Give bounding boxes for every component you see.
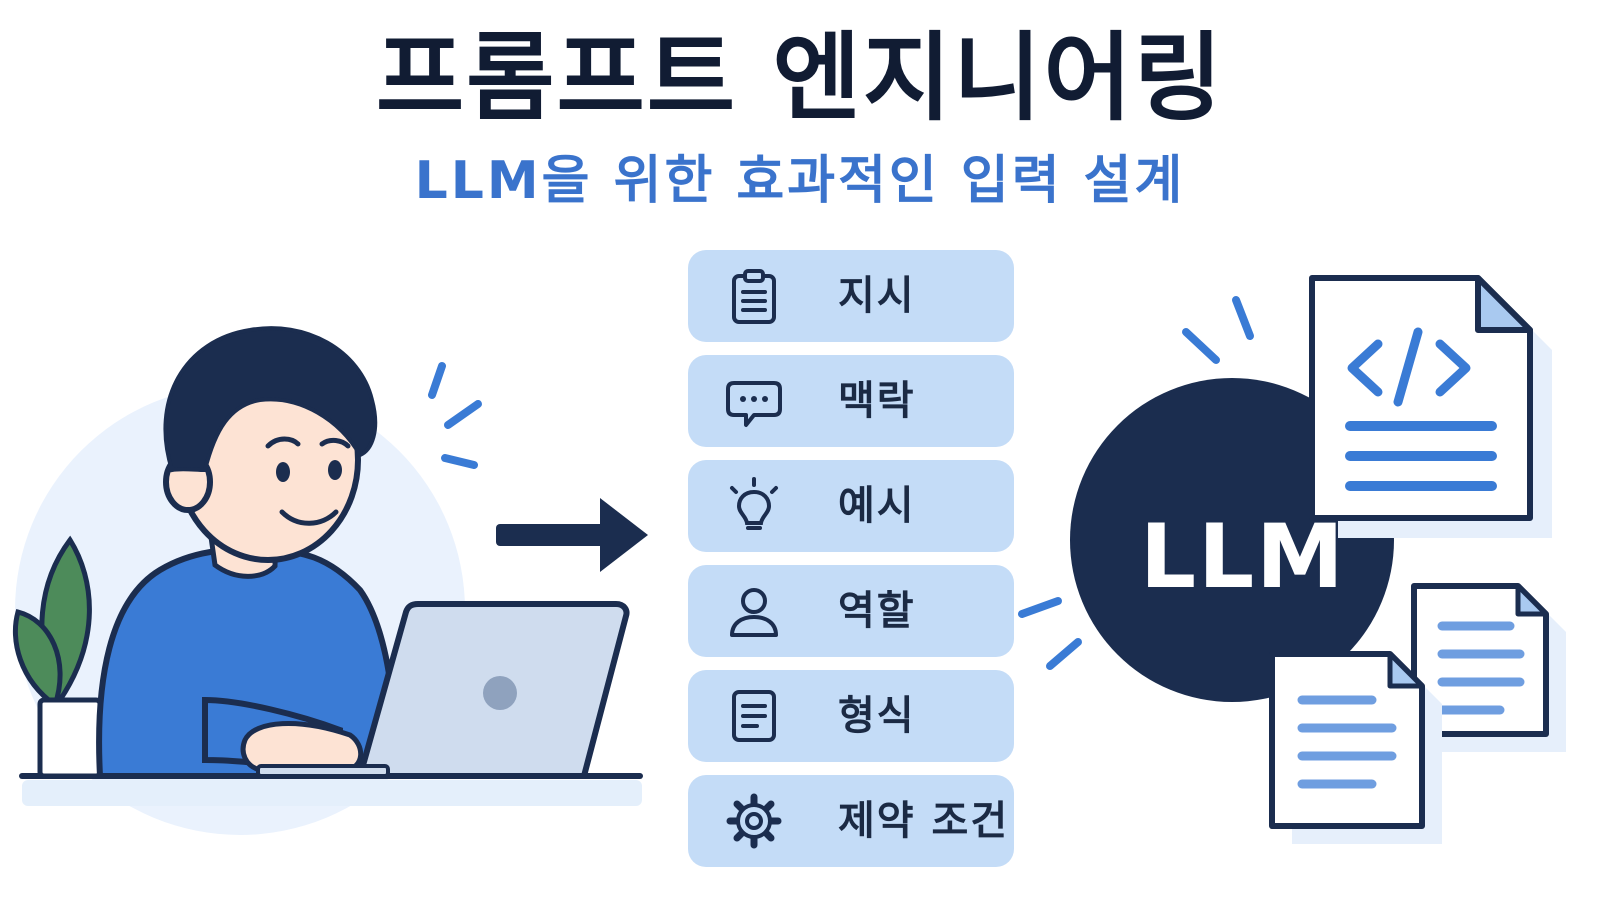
clipboard-icon bbox=[732, 269, 776, 324]
document-format-icon bbox=[732, 690, 776, 742]
laptop-icon bbox=[256, 601, 630, 779]
arrow-icon bbox=[496, 498, 648, 572]
code-document-icon bbox=[1309, 275, 1552, 538]
page-title: 프롬프트 엔지니어링 bbox=[375, 22, 1225, 134]
desk-shadow bbox=[22, 780, 642, 806]
component-card-example: 예시 bbox=[688, 460, 1014, 552]
component-card-format: 형식 bbox=[688, 670, 1014, 762]
component-label: 맥락 bbox=[838, 378, 916, 424]
llm-label: LLM bbox=[1140, 505, 1346, 608]
component-label: 형식 bbox=[838, 693, 916, 739]
prompt-components-list: 지시 맥락 예시 역할 형식 bbox=[688, 250, 1014, 880]
sparkle-marks-person bbox=[428, 362, 482, 469]
component-card-instruction: 지시 bbox=[688, 250, 1014, 342]
text-document-icon bbox=[1269, 651, 1442, 844]
page-subtitle: LLM을 위한 효과적인 입력 설계 bbox=[414, 151, 1186, 211]
speech-bubble-icon bbox=[726, 381, 782, 427]
component-label: 제약 조건 bbox=[838, 798, 1010, 844]
component-label: 지시 bbox=[838, 273, 916, 319]
gear-icon bbox=[726, 793, 782, 849]
person-icon bbox=[730, 588, 778, 637]
sparkle-marks-llm bbox=[1018, 296, 1254, 670]
component-card-constraints: 제약 조건 bbox=[688, 775, 1014, 867]
component-label: 역할 bbox=[838, 588, 916, 634]
component-card-role: 역할 bbox=[688, 565, 1014, 657]
component-label: 예시 bbox=[838, 483, 916, 529]
text-document-icon bbox=[1411, 583, 1566, 752]
lightbulb-icon bbox=[730, 477, 778, 530]
person-head bbox=[163, 326, 378, 563]
component-card-context: 맥락 bbox=[688, 355, 1014, 447]
